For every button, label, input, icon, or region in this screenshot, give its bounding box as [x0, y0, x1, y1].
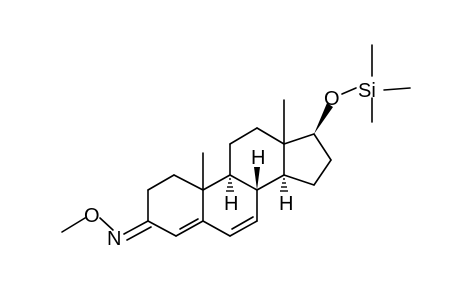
bond-o-si	[341, 87, 357, 95]
bond-c11-c12	[229, 127, 258, 145]
bond-n-c3-b	[126, 226, 152, 241]
atom-si: Si	[358, 80, 376, 102]
wedge-c17-o	[314, 103, 333, 134]
wedge-c8-h	[254, 167, 260, 190]
atom-n-oxime: N	[107, 228, 121, 250]
bond-si-me-right	[383, 87, 411, 91]
hash-c9-h	[226, 178, 234, 192]
bond-c12-c13	[256, 127, 285, 145]
atom-o-silyl: O	[324, 88, 340, 110]
bond-c17-c13	[283, 133, 315, 145]
bond-methyl-o	[61, 217, 86, 233]
bond-c5-c6	[202, 220, 231, 237]
bond-c2-c1	[147, 174, 175, 191]
atom-h-c14: H	[279, 193, 293, 215]
bond-c5-c4	[175, 220, 204, 237]
bond-c6-c7-inner	[231, 216, 254, 230]
bond-c6-c7	[229, 220, 258, 237]
atom-h-c8: H	[251, 147, 265, 169]
bond-c16-c17	[313, 133, 332, 161]
bond-c4-c3	[147, 220, 177, 237]
atom-h-c9: H	[224, 193, 238, 215]
bond-o-n	[99, 217, 114, 231]
bond-c8-c9	[229, 174, 258, 191]
bond-c9-c10	[202, 174, 231, 191]
hash-c14-h	[280, 178, 288, 192]
bond-c14-c15	[283, 174, 315, 186]
bond-c15-c16	[313, 159, 332, 186]
bond-n-c3-a	[123, 220, 149, 235]
bond-c14-c8	[256, 174, 285, 191]
bond-c1-c10	[173, 174, 204, 191]
bond-c4-c5-inner	[179, 218, 199, 230]
atom-o-ether: O	[84, 205, 100, 227]
